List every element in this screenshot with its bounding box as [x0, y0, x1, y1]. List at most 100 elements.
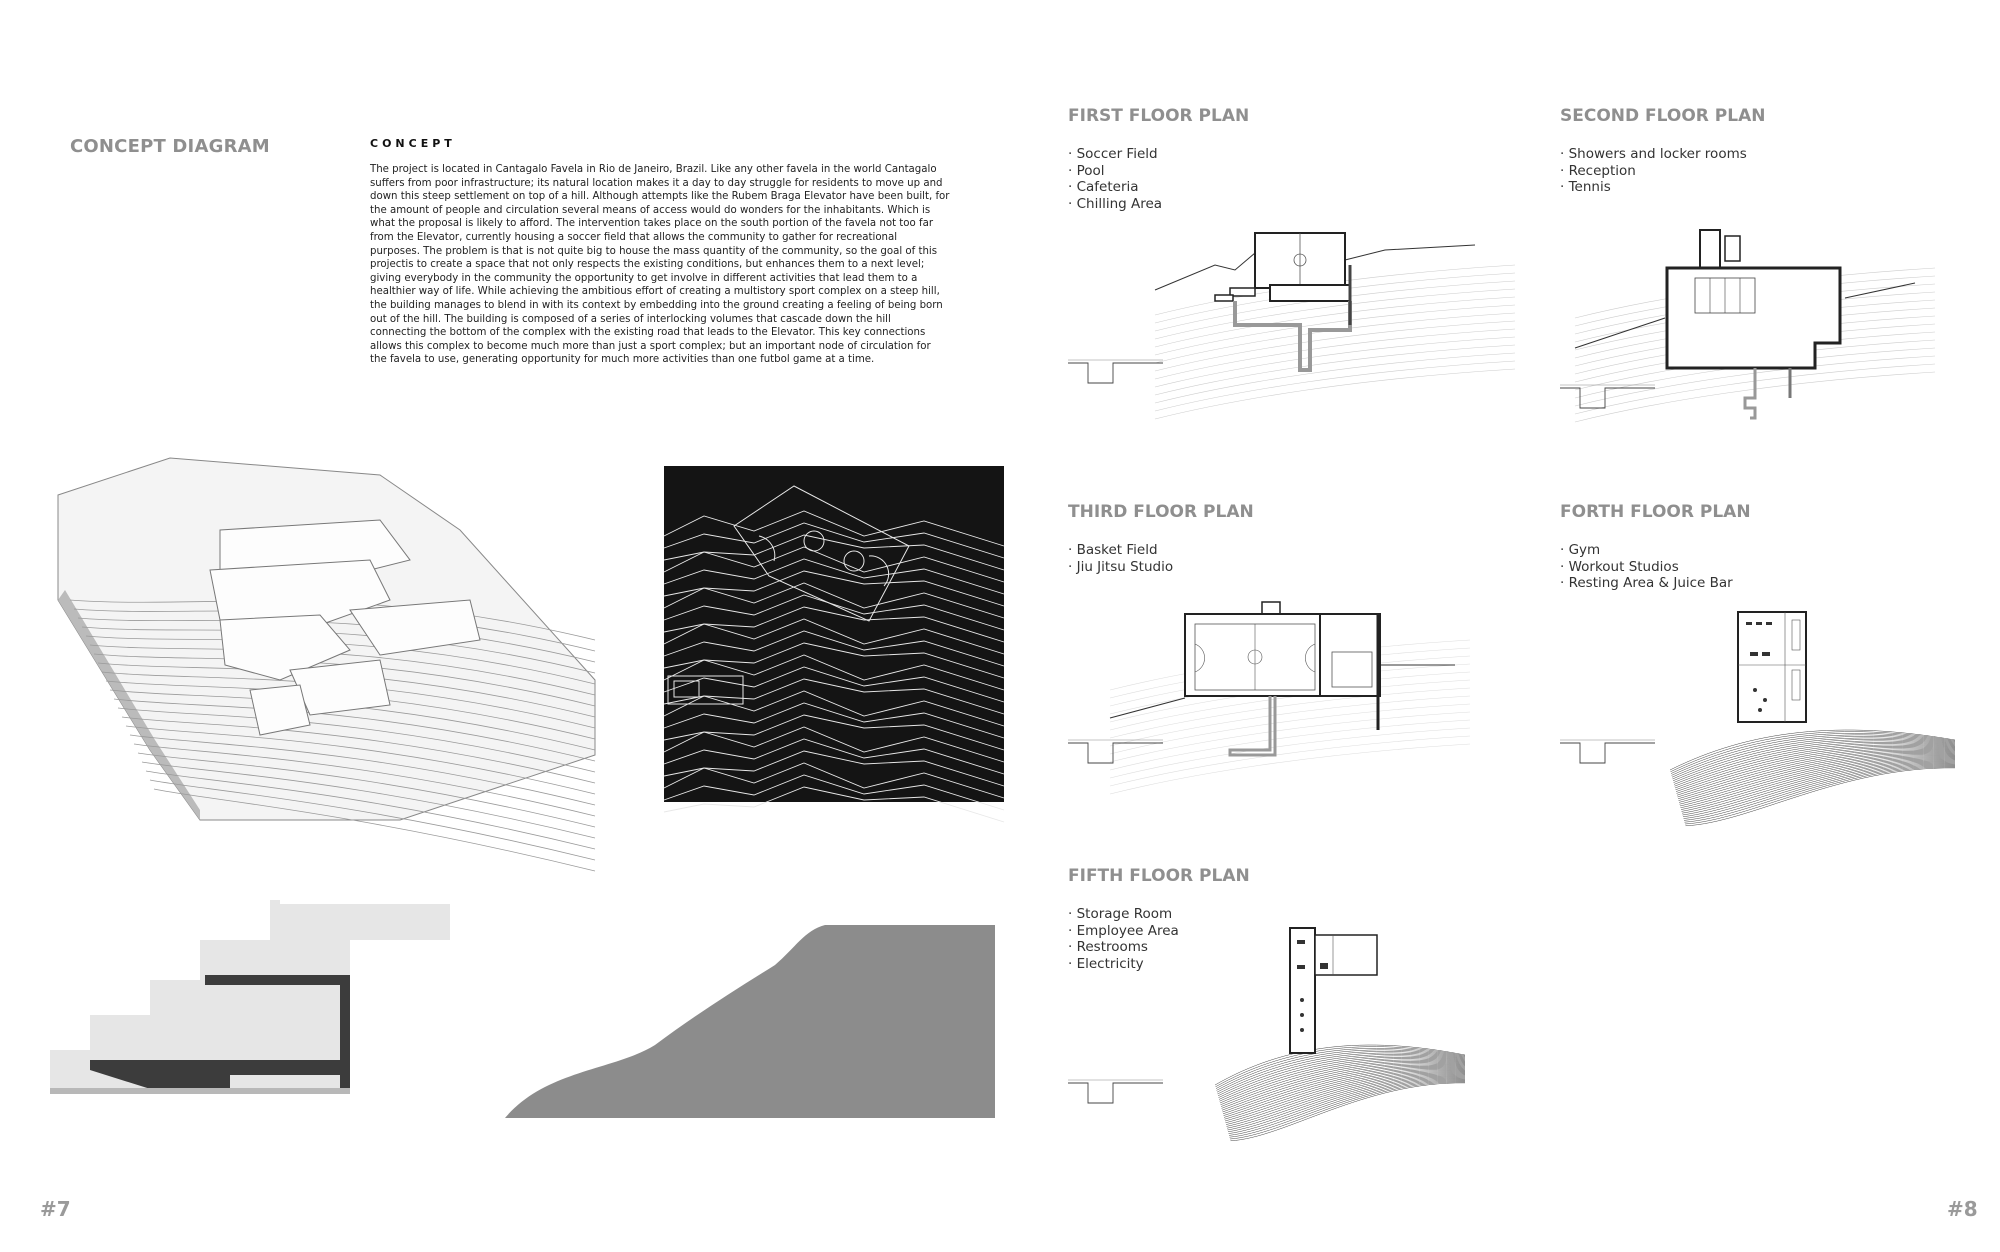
contour-line — [663, 594, 1005, 631]
contour-line — [1685, 767, 1956, 827]
contour-line — [1574, 355, 1936, 407]
terrain-silhouette — [505, 925, 995, 1118]
contour-line — [1216, 1049, 1466, 1091]
contour-line — [663, 582, 1005, 619]
list-item: Storage Room — [1068, 906, 1179, 923]
list-item: Pool — [1068, 163, 1162, 180]
contour-line — [1225, 1072, 1466, 1124]
contour-line — [1214, 1044, 1466, 1086]
contour-line — [1219, 1059, 1466, 1104]
contour-line — [1683, 764, 1956, 821]
contour-line — [1230, 1082, 1466, 1142]
contour-line — [1109, 743, 1471, 795]
contour-line — [1680, 758, 1956, 810]
contour-line — [663, 510, 1005, 547]
contour-line — [1670, 731, 1956, 773]
contour-line — [1218, 1055, 1466, 1098]
contour-line — [137, 752, 596, 828]
contour-line — [133, 743, 596, 817]
axonometric-site-model — [57, 457, 596, 872]
contour-line — [1670, 733, 1956, 774]
contour-line — [663, 738, 1005, 775]
contour-line — [1227, 1076, 1466, 1131]
contour-line — [1680, 757, 1956, 809]
contour-line — [153, 788, 596, 872]
contour-line — [1218, 1057, 1466, 1100]
contour-line — [1215, 1048, 1466, 1089]
contour-line — [663, 786, 1005, 823]
fifth-floor-title: FIFTH FLOOR PLAN — [1068, 866, 1250, 886]
contour-line — [1228, 1079, 1466, 1136]
contour-line — [1675, 747, 1956, 792]
contour-line — [1154, 344, 1516, 396]
second-floor-title: SECOND FLOOR PLAN — [1560, 106, 1766, 126]
contour-line — [141, 761, 596, 839]
contour-line — [663, 654, 1005, 691]
list-item: Basket Field — [1068, 542, 1173, 559]
contour-line — [1220, 1061, 1466, 1106]
contour-line — [125, 725, 596, 795]
list-item: Gym — [1560, 542, 1733, 559]
contour-line — [1154, 368, 1516, 420]
contour-line — [1678, 754, 1956, 803]
contour-line — [1109, 735, 1471, 787]
list-item: Cafeteria — [1068, 179, 1162, 196]
concept-paragraph: The project is located in Cantagalo Fave… — [370, 164, 950, 366]
contour-line — [1223, 1068, 1466, 1116]
contour-line — [1673, 740, 1956, 783]
page-number-right: #8 — [1947, 1197, 1978, 1221]
contour-line — [1154, 328, 1516, 380]
contour-line — [663, 774, 1005, 811]
list-item: Electricity — [1068, 956, 1179, 973]
contour-line — [1677, 751, 1956, 798]
contour-line — [1676, 748, 1956, 794]
list-item: Employee Area — [1068, 923, 1179, 940]
list-item: Jiu Jitsu Studio — [1068, 559, 1173, 576]
contour-line — [1154, 336, 1516, 388]
contour-line — [1229, 1081, 1466, 1140]
first-floor-program-list: Soccer Field Pool Cafeteria Chilling Are… — [1068, 146, 1162, 212]
list-item: Chilling Area — [1068, 196, 1162, 213]
concept-diagram-heading: CONCEPT DIAGRAM — [70, 136, 270, 157]
contour-line — [663, 522, 1005, 559]
contour-line — [1681, 759, 1956, 812]
contour-line — [1109, 719, 1471, 771]
list-item: Showers and locker rooms — [1560, 146, 1747, 163]
list-item: Soccer Field — [1068, 146, 1162, 163]
contour-line — [663, 546, 1005, 583]
contour-line — [1683, 763, 1956, 819]
third-floor-program-list: Basket Field Jiu Jitsu Studio — [1068, 542, 1173, 575]
contour-line — [1109, 703, 1471, 755]
list-item: Restrooms — [1068, 939, 1179, 956]
contour-line — [1684, 766, 1956, 825]
contour-line — [1225, 1073, 1466, 1125]
contour-line — [1574, 363, 1936, 415]
contour-line — [1154, 312, 1516, 364]
contour-line — [1222, 1067, 1466, 1115]
contour-line — [1682, 762, 1956, 818]
contour-line — [1154, 304, 1516, 356]
contour-line — [1574, 371, 1936, 423]
contour-line — [1221, 1063, 1466, 1109]
contour-line — [1154, 360, 1516, 412]
concept-label: CONCEPT — [370, 137, 456, 150]
contour-line — [1216, 1051, 1466, 1093]
contour-line — [1671, 734, 1956, 776]
page-number-left: #7 — [40, 1197, 71, 1221]
contour-line — [1227, 1077, 1466, 1133]
contour-line — [663, 618, 1005, 655]
second-floor-plan-drawing — [1574, 229, 1936, 423]
first-floor-section-key — [1068, 359, 1163, 384]
contour-line — [1217, 1052, 1466, 1095]
contour-line — [1154, 288, 1516, 340]
forth-floor-program-list: Gym Workout Studios Resting Area & Juice… — [1560, 542, 1733, 592]
contour-line — [1671, 736, 1956, 778]
contour-line — [1109, 679, 1471, 731]
contour-line — [1226, 1074, 1466, 1127]
third-floor-section-key — [1068, 739, 1163, 764]
contour-line — [129, 734, 596, 806]
contour-line — [1684, 765, 1956, 823]
contour-line — [1224, 1071, 1466, 1122]
contour-line — [1672, 737, 1956, 780]
fifth-floor-program-list: Storage Room Employee Area Restrooms Ele… — [1068, 906, 1179, 972]
